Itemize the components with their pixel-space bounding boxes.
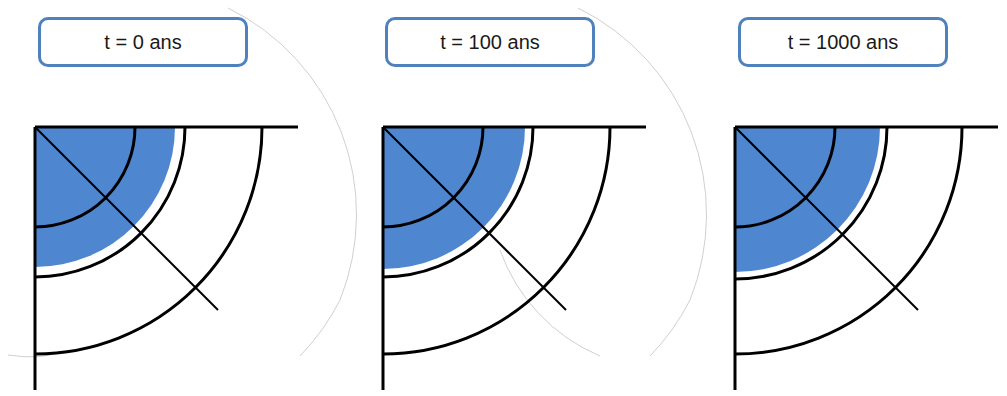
outer-arc [735, 127, 962, 354]
left-axis [382, 127, 385, 390]
time-label: t = 100 ans [440, 31, 540, 54]
time-label: t = 1000 ans [788, 31, 899, 54]
diagonal-line [383, 127, 566, 310]
panel-section [735, 127, 998, 390]
outer-arc [383, 127, 610, 354]
top-axis [735, 126, 998, 129]
time-label: t = 0 ans [104, 31, 181, 54]
time-label-box: t = 100 ans [385, 17, 595, 67]
left-axis [34, 127, 37, 390]
top-axis [383, 126, 646, 129]
panel-section [383, 127, 646, 390]
panel-section [35, 127, 298, 390]
time-label-box: t = 0 ans [38, 17, 248, 67]
outer-arc [35, 127, 262, 354]
faint-guide-arcs [8, 8, 707, 357]
top-axis [35, 126, 298, 129]
time-label-box: t = 1000 ans [738, 17, 948, 67]
guide-arc [500, 250, 600, 356]
diagonal-line [35, 127, 218, 310]
guide-arc [578, 8, 707, 356]
diagonal-line [735, 127, 918, 310]
left-axis [734, 127, 737, 390]
